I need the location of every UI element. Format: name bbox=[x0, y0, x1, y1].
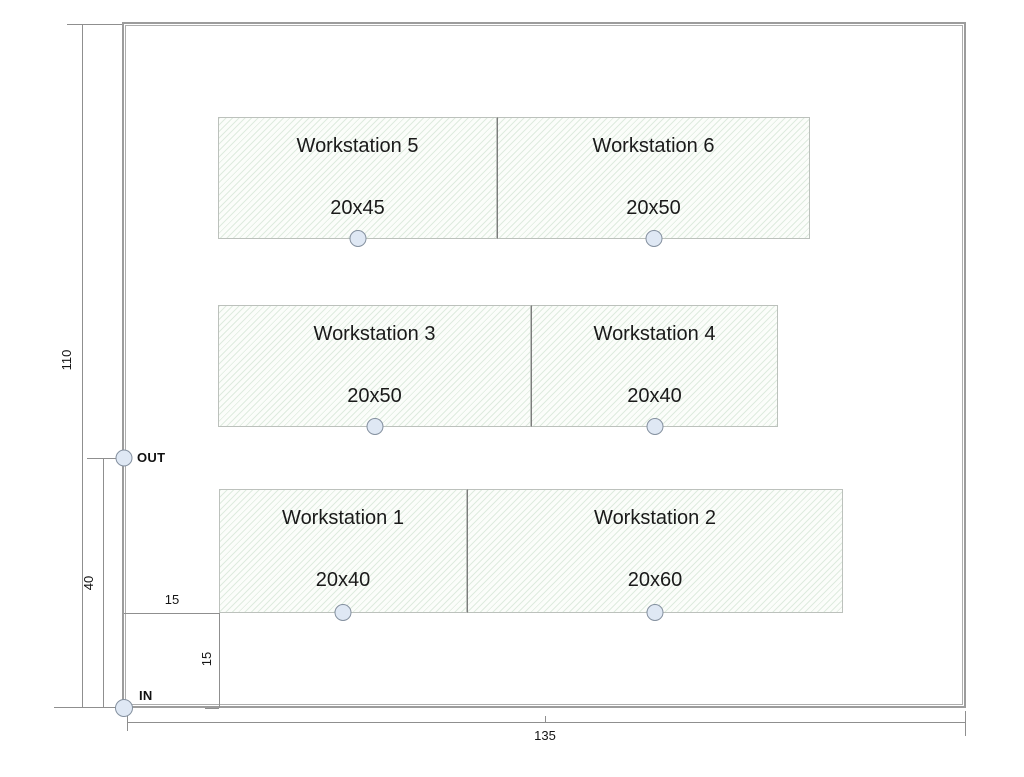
workstation-3-title: Workstation 3 bbox=[313, 323, 436, 345]
workstation-2-size-label: 20x60 bbox=[627, 569, 683, 591]
workstation-3-box: Workstation 3 20x50 bbox=[218, 305, 531, 435]
dimension-line-aisle-horizontal bbox=[124, 613, 219, 614]
in-port-node bbox=[115, 699, 133, 717]
workstation-2-box: Workstation 2 20x60 bbox=[467, 489, 843, 621]
workstation-1-box: Workstation 1 20x40 bbox=[219, 489, 467, 621]
workstation-4-size-label: 20x40 bbox=[627, 385, 682, 407]
dimension-line-total-height bbox=[82, 24, 83, 707]
workstation-6-title: Workstation 6 bbox=[592, 135, 715, 157]
dimension-tick-width-left bbox=[127, 714, 128, 731]
workstation-2-access-node bbox=[646, 604, 664, 621]
dimension-tick-top bbox=[67, 24, 122, 25]
dimension-label-out-height: 40 bbox=[81, 575, 96, 591]
workstation-6-box: Workstation 6 20x50 bbox=[497, 117, 810, 247]
workstation-5-size-label: 20x45 bbox=[330, 197, 385, 219]
workstation-4-title: Workstation 4 bbox=[593, 323, 716, 345]
dimension-label-total-height: 110 bbox=[59, 349, 74, 371]
facility-wall-boundary bbox=[122, 22, 966, 708]
dimension-tick-width-mid bbox=[545, 716, 546, 722]
dimension-label-aisle-vertical: 15 bbox=[199, 651, 214, 667]
workstation-3-size-label: 20x50 bbox=[347, 385, 402, 407]
dimension-tick-bottom bbox=[54, 707, 122, 708]
workstation-4-access-node bbox=[646, 418, 663, 435]
dimension-label-total-width: 135 bbox=[534, 728, 556, 743]
workstation-4-box: Workstation 4 20x40 bbox=[531, 305, 778, 435]
dimension-line-out-height bbox=[103, 458, 104, 707]
dimension-line-total-width bbox=[127, 722, 965, 723]
dimension-tick-width-right bbox=[965, 711, 966, 736]
out-port-label: OUT bbox=[137, 450, 166, 465]
workstation-5-access-node bbox=[349, 230, 366, 247]
dimension-label-aisle-horizontal: 15 bbox=[164, 592, 180, 607]
workstation-5-title: Workstation 5 bbox=[296, 135, 419, 157]
in-port-label: IN bbox=[139, 688, 153, 703]
workstation-2-title: Workstation 2 bbox=[594, 507, 716, 529]
dimension-tick-aisle-vertical bbox=[205, 708, 219, 709]
workstation-1-size-label: 20x40 bbox=[315, 569, 371, 591]
out-port-node bbox=[115, 449, 133, 467]
workstation-1-title: Workstation 1 bbox=[282, 507, 404, 529]
workstation-5-box: Workstation 5 20x45 bbox=[218, 117, 497, 247]
workstation-6-access-node bbox=[645, 230, 662, 247]
workstation-6-size-label: 20x50 bbox=[626, 197, 681, 219]
dimension-line-aisle-vertical bbox=[219, 613, 220, 708]
workstation-1-access-node bbox=[334, 604, 352, 621]
dimension-tick-out bbox=[87, 458, 122, 459]
workstation-3-access-node bbox=[366, 418, 383, 435]
